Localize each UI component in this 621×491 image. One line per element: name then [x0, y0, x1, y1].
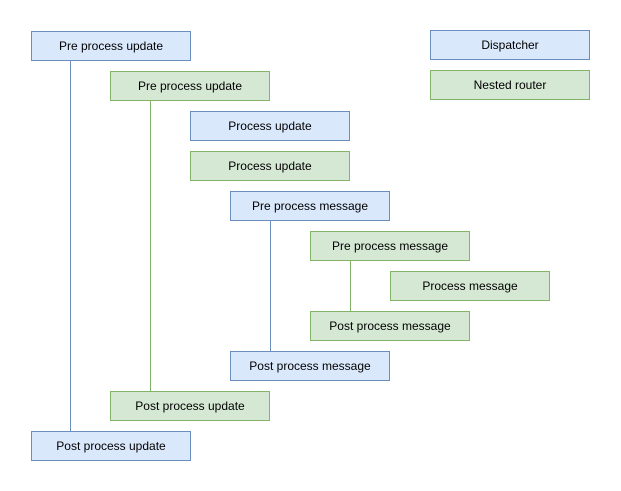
connector-update-router — [150, 101, 151, 391]
connector-message-dispatcher — [270, 221, 271, 351]
node-post-process-update-dispatcher: Post process update — [31, 431, 191, 461]
node-pre-process-update-dispatcher: Pre process update — [31, 31, 191, 61]
node-pre-process-update-router: Pre process update — [110, 71, 270, 101]
connector-message-router — [350, 261, 351, 311]
node-process-update-router: Process update — [190, 151, 350, 181]
legend-nested-router: Nested router — [430, 70, 590, 100]
node-process-message-router: Process message — [390, 271, 550, 301]
legend-dispatcher: Dispatcher — [430, 30, 590, 60]
node-post-process-message-dispatcher: Post process message — [230, 351, 390, 381]
node-post-process-update-router: Post process update — [110, 391, 270, 421]
node-pre-process-message-router: Pre process message — [310, 231, 470, 261]
node-pre-process-message-dispatcher: Pre process message — [230, 191, 390, 221]
connector-update-dispatcher — [70, 61, 71, 431]
node-process-update-dispatcher: Process update — [190, 111, 350, 141]
node-post-process-message-router: Post process message — [310, 311, 470, 341]
